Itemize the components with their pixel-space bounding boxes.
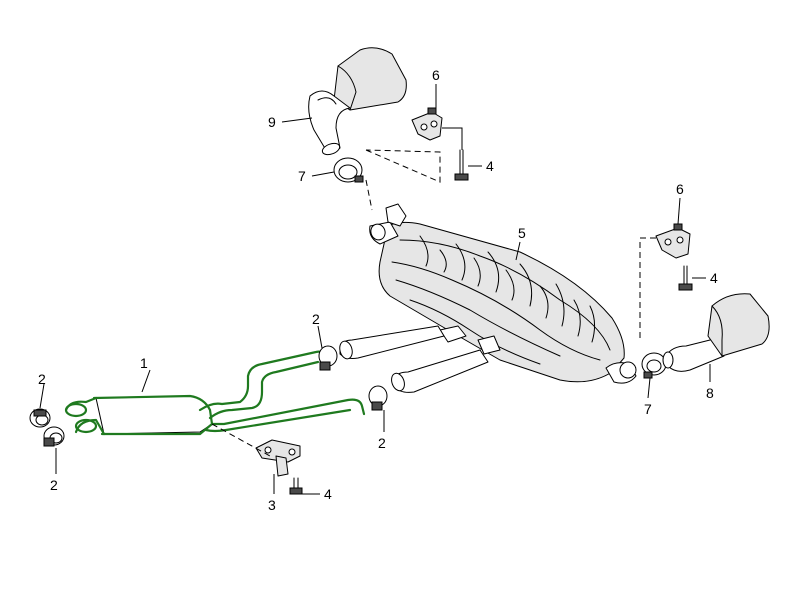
part-4-lower-bolt[interactable] (289, 477, 303, 495)
callout-6-right[interactable]: 6 (676, 181, 684, 197)
callout-2-lower[interactable]: 2 (378, 435, 386, 451)
part-9-left-tailpipe[interactable] (308, 47, 407, 157)
part-2-front-clamps[interactable] (29, 408, 65, 447)
callout-5[interactable]: 5 (518, 225, 526, 241)
callout-2-front-top[interactable]: 2 (38, 371, 46, 387)
callout-2-front-bottom[interactable]: 2 (50, 477, 58, 493)
callout-6-upper[interactable]: 6 (432, 67, 440, 83)
part-1-front-pipe[interactable] (64, 350, 366, 436)
intermediate-pipes (339, 325, 489, 393)
part-6-upper-bracket[interactable] (411, 107, 443, 141)
part-8-right-tailpipe[interactable] (662, 293, 770, 372)
part-7-right-clamp[interactable] (641, 352, 667, 379)
part-3-hanger[interactable] (255, 439, 301, 477)
part-6-right-bracket[interactable] (655, 223, 691, 259)
callout-4-upper[interactable]: 4 (486, 158, 494, 174)
leader-lines (39, 84, 711, 495)
callouts: 1 2 2 2 2 3 4 4 4 5 6 6 7 7 8 9 (38, 67, 718, 513)
part-4-upper-bolt[interactable] (454, 149, 469, 181)
callout-9[interactable]: 9 (268, 114, 276, 130)
callout-4-right[interactable]: 4 (710, 270, 718, 286)
part-2-lower-clamp[interactable] (368, 385, 388, 411)
callout-1[interactable]: 1 (140, 355, 148, 371)
callout-7-upper[interactable]: 7 (298, 168, 306, 184)
callout-7-right[interactable]: 7 (644, 401, 652, 417)
part-7-upper-clamp[interactable] (333, 157, 364, 183)
callout-3[interactable]: 3 (268, 497, 276, 513)
part-2-upper-clamp[interactable] (318, 345, 338, 371)
callout-8[interactable]: 8 (706, 385, 714, 401)
callout-2-upper[interactable]: 2 (312, 311, 320, 327)
part-4-right-bolt[interactable] (678, 265, 693, 291)
part-5-rear-silencer[interactable] (369, 203, 637, 384)
callout-4-lower[interactable]: 4 (324, 486, 332, 502)
